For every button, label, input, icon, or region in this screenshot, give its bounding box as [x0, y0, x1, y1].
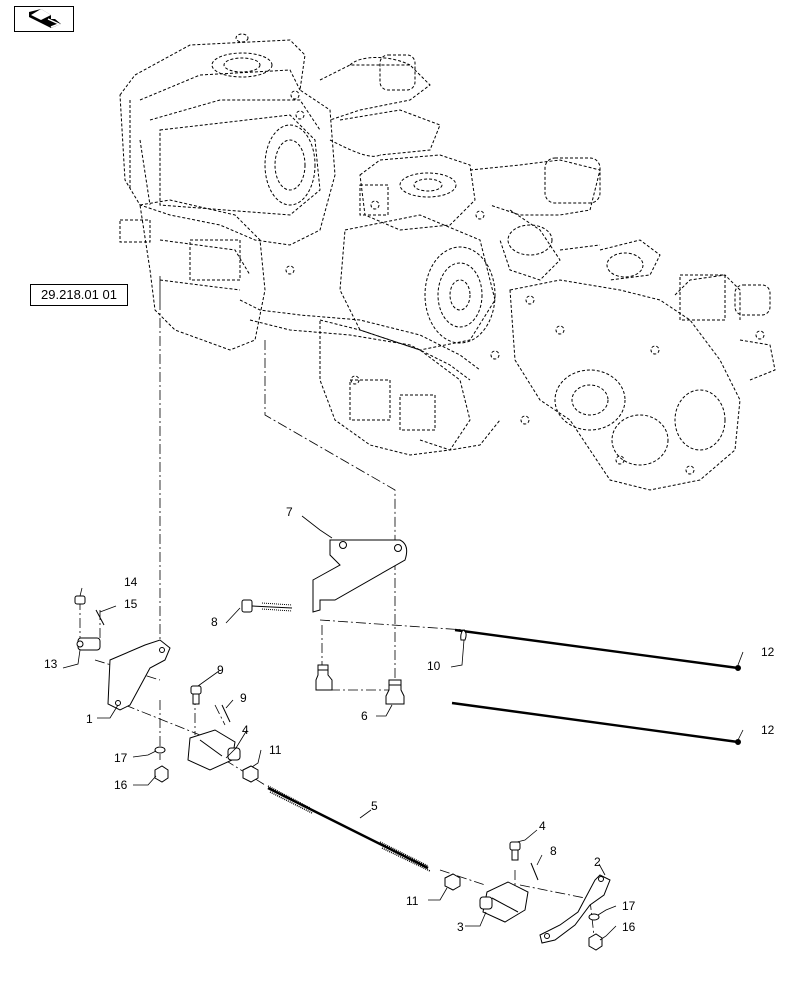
book-arrow-icon: [29, 9, 61, 28]
nut-11-lower: [444, 873, 461, 891]
washer-17-left: [154, 746, 166, 754]
cable-end-12-upper: [735, 665, 741, 671]
callout-15: 15: [124, 597, 138, 611]
bracket-1: [107, 639, 171, 711]
cable-12-lower: [451, 701, 739, 744]
callout-1: 1: [86, 712, 93, 726]
callout-10: 10: [427, 659, 441, 673]
callout-16-left: 16: [114, 778, 128, 792]
washer-17-right: [588, 913, 600, 921]
nut-16-left: [154, 765, 169, 783]
callout-numbers: 7 8 14 15 13 1 10 12 12 6 9 9 4 11 5 17 …: [44, 505, 775, 934]
callout-17-left: 17: [114, 751, 128, 765]
bolt-14: [74, 595, 86, 605]
callout-8-lower: 4: [539, 819, 546, 833]
nut-16-right: [588, 933, 603, 951]
rod-5: [267, 785, 431, 872]
bolt-6-left: [315, 664, 333, 691]
cotter-pin-9-upper: [221, 704, 231, 723]
callout-4-upper: 4: [242, 723, 249, 737]
cotter-pin-15: [95, 609, 105, 626]
callout-5: 5: [371, 799, 378, 813]
engine-assembly: [119, 33, 776, 491]
callout-7: 8: [211, 615, 218, 629]
bracket-3: [312, 539, 408, 613]
nut-11-upper: [242, 765, 259, 783]
bolt-6-right: [385, 679, 405, 705]
reference-label: 29.218.01 01: [41, 287, 117, 302]
callout-13: 13: [44, 657, 58, 671]
cable-12-upper: [454, 628, 739, 670]
clevis-pin-8-upper: [190, 685, 202, 705]
callout-12-lower: 12: [761, 723, 775, 737]
callout-6: 6: [361, 709, 368, 723]
callout-12-upper: 12: [761, 645, 775, 659]
callout-8-upper: 9: [217, 663, 224, 677]
callout-2: 2: [594, 855, 601, 869]
callout-9-lower: 8: [550, 844, 557, 858]
cotter-pin-9-lower: [530, 862, 539, 881]
bracket-2: [539, 874, 611, 944]
navigation-icon-button[interactable]: [14, 6, 74, 32]
callout-4-lower: 3: [457, 920, 464, 934]
callout-17-right: 17: [622, 899, 636, 913]
callout-16-right: 16: [622, 920, 636, 934]
callout-9-upper: 9: [240, 691, 247, 705]
callout-14: 14: [124, 575, 138, 589]
clevis-4-upper: [187, 729, 241, 771]
callout-11-upper: 11: [269, 743, 282, 757]
clip-10: [460, 629, 467, 641]
reference-link-box[interactable]: 29.218.01 01: [30, 284, 128, 306]
callout-leaders: [62, 276, 744, 941]
bolt-7: [241, 599, 293, 613]
callout-11-lower: 11: [406, 894, 419, 908]
pin-13: [76, 637, 101, 651]
cable-end-12-lower: [735, 739, 741, 745]
clevis-4-lower: [479, 881, 529, 923]
callout-3: 7: [286, 505, 293, 519]
parts: [74, 539, 741, 951]
clevis-pin-8-lower: [509, 841, 521, 861]
